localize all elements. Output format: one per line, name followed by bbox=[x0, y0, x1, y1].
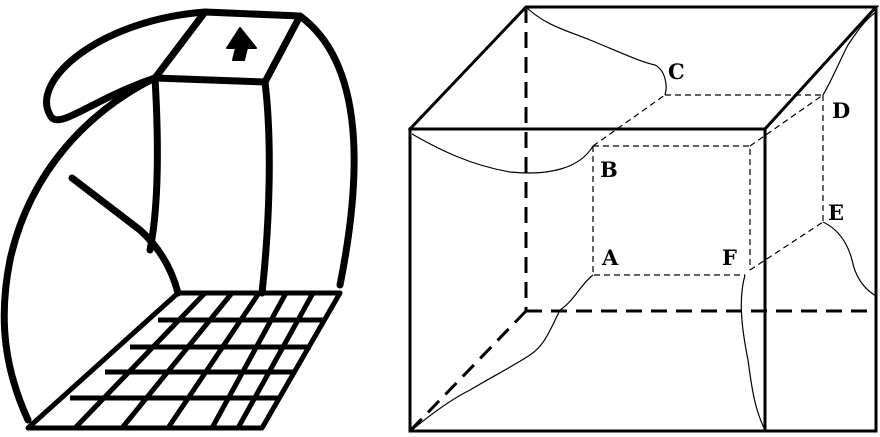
inner-left-edge bbox=[68, 174, 182, 297]
outer-arc-right bbox=[296, 12, 358, 289]
cube-right-face bbox=[763, 5, 878, 433]
floor-grid bbox=[25, 290, 343, 431]
cube-drawing: A B C D E F bbox=[407, 5, 880, 433]
label-f: F bbox=[722, 245, 737, 270]
inner-vertical-edge bbox=[258, 78, 273, 297]
hidden-edge-diagonal bbox=[408, 309, 528, 433]
label-a: A bbox=[601, 245, 619, 270]
up-arrow-icon bbox=[226, 27, 257, 61]
crack-lines bbox=[411, 6, 877, 431]
box-front-edge bbox=[146, 74, 161, 254]
label-c: C bbox=[668, 59, 685, 84]
cube-top-face bbox=[407, 5, 880, 132]
label-b: B bbox=[600, 157, 618, 182]
left-drawing bbox=[0, 8, 358, 431]
label-e: E bbox=[828, 200, 844, 225]
label-d: D bbox=[832, 98, 850, 123]
left-swoop bbox=[0, 74, 159, 424]
inner-dashed-box bbox=[592, 94, 824, 276]
cube-front-face bbox=[408, 127, 767, 433]
outer-curve-left bbox=[43, 8, 209, 124]
